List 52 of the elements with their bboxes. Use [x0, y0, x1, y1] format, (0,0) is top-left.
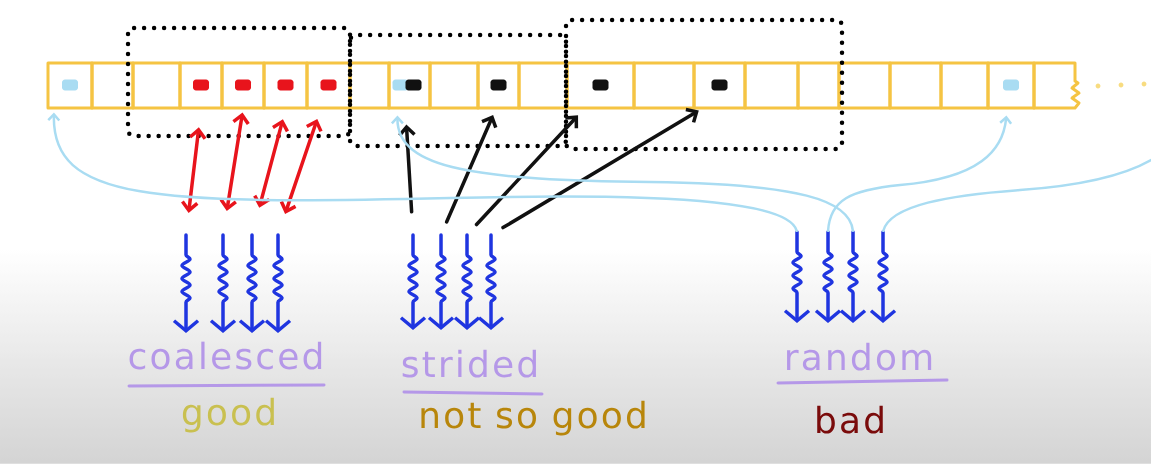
double-arrow — [219, 112, 250, 212]
squiggle-symbol — [839, 230, 867, 323]
memory-cell — [131, 61, 182, 110]
memory-cell — [517, 61, 569, 110]
arrow — [47, 112, 798, 233]
memory-cell — [428, 61, 480, 110]
handwritten-label: strided — [402, 349, 536, 378]
double-arrow — [279, 118, 323, 214]
squiggle-symbol — [238, 233, 266, 333]
handwritten-label: coalesced — [129, 341, 322, 370]
memory-cell — [939, 61, 990, 110]
handwritten-label: good — [182, 397, 274, 433]
squiggle-symbol — [869, 230, 897, 323]
arrow — [826, 115, 1013, 233]
memory-cell — [1032, 61, 1081, 110]
memory-cell — [888, 61, 943, 110]
arrow — [390, 115, 855, 233]
memory-cell — [837, 61, 892, 110]
squiggle-symbol — [264, 233, 292, 333]
connector-line — [882, 158, 1151, 233]
double-arrow — [181, 127, 207, 213]
squiggle-symbol — [399, 233, 427, 330]
memory-cell — [90, 61, 135, 110]
memory-cell — [46, 61, 94, 110]
squiggle-symbol — [427, 233, 455, 330]
handwritten-label: not so good — [421, 400, 645, 436]
handwritten-label: bad — [817, 405, 883, 434]
arrow — [398, 124, 416, 214]
memory-cell — [476, 61, 521, 110]
handwritten-label: random — [787, 342, 932, 371]
memory-cell — [796, 61, 841, 110]
squiggle-symbol — [477, 233, 505, 330]
memory-cell — [632, 61, 696, 110]
squiggle-symbol — [814, 230, 842, 323]
memory-cell — [692, 61, 747, 110]
double-arrow — [253, 119, 289, 208]
memory-cell — [387, 61, 432, 110]
memory-cell — [262, 61, 309, 110]
squiggle-symbol — [453, 233, 481, 330]
memory-cell — [305, 61, 352, 110]
memory-cell — [565, 61, 636, 110]
arrow — [474, 115, 579, 227]
squiggle-symbol — [172, 233, 200, 333]
memory-cell — [178, 61, 224, 110]
arrow — [444, 115, 498, 224]
memory-cell — [220, 61, 266, 110]
memory-cell — [348, 61, 391, 110]
memory-cell — [986, 61, 1036, 110]
memory-cell — [743, 61, 800, 110]
arrow — [501, 107, 699, 230]
squiggle-symbol — [209, 233, 237, 333]
squiggle-symbol — [783, 230, 811, 323]
